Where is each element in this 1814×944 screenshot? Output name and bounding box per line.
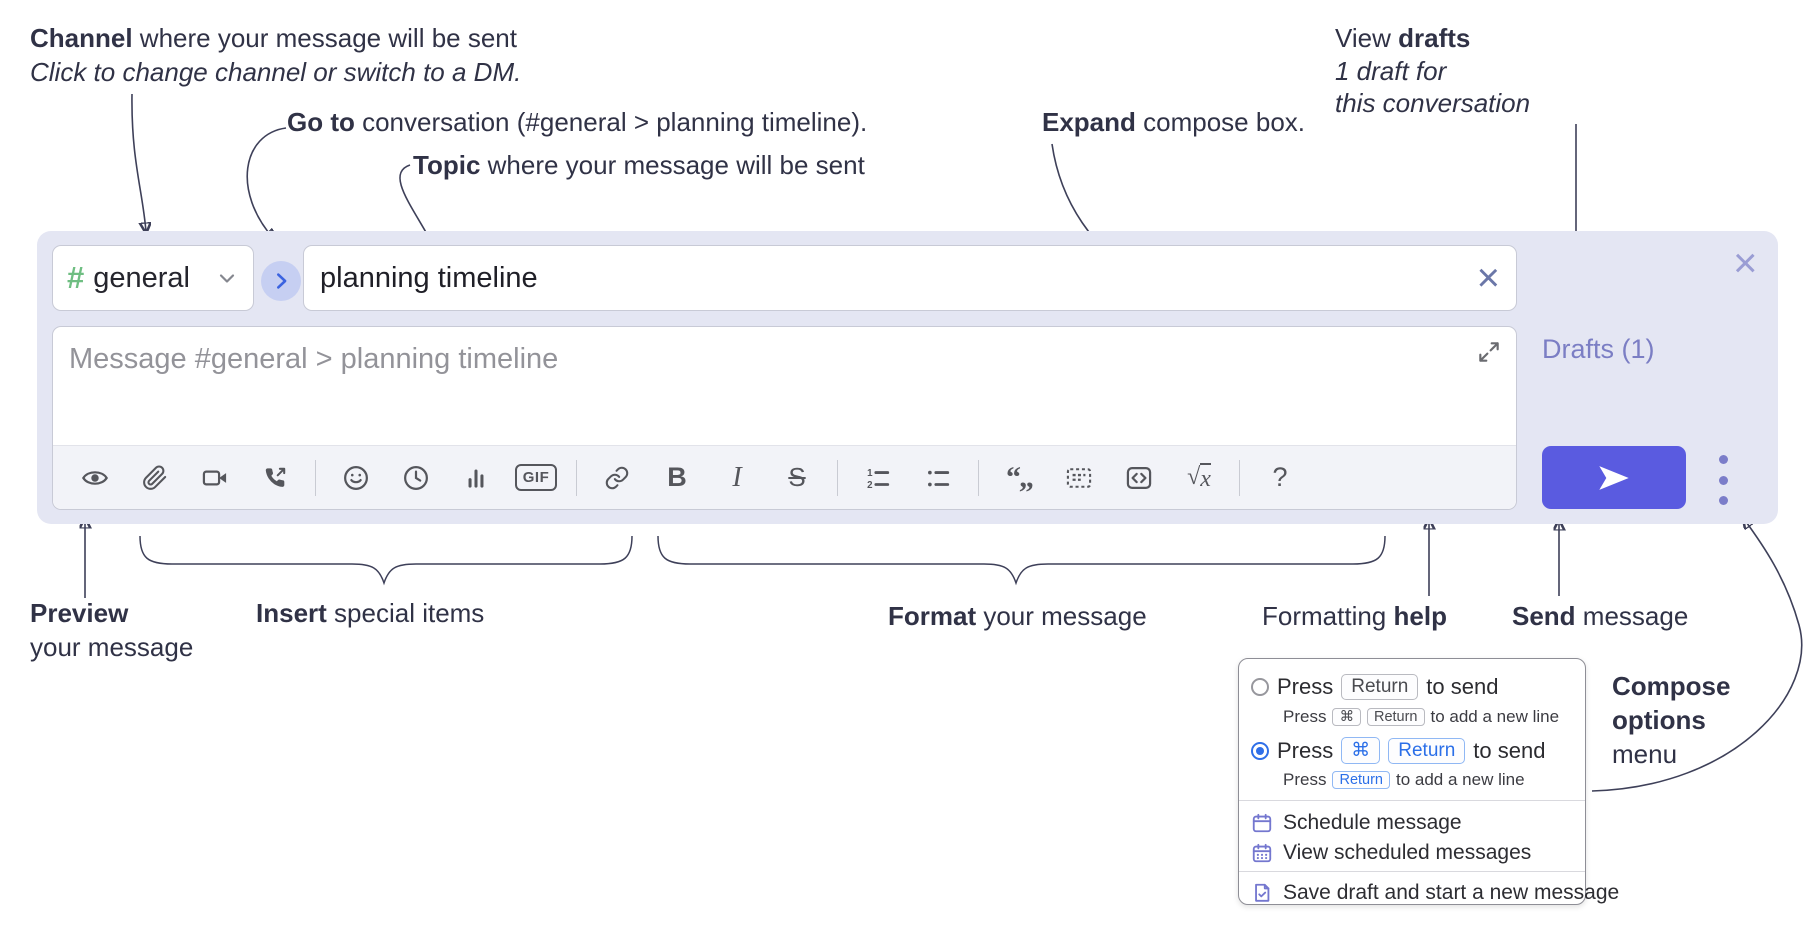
close-compose-icon[interactable]: ×	[1733, 239, 1758, 286]
annotation-view-drafts: View drafts	[1335, 23, 1471, 53]
calendar-icon	[1252, 813, 1272, 833]
toolbar-divider	[978, 459, 979, 496]
compose-box: # general planning timeline × Message #g…	[37, 231, 1778, 524]
annotation-compose-options: Compose	[1612, 671, 1731, 701]
compose-options-popup: Press Return to send Press ⌘ Return to a…	[1238, 658, 1619, 905]
save-draft-icon	[1255, 883, 1270, 902]
radio-unselected-icon[interactable]	[1251, 678, 1269, 696]
topic-input[interactable]: planning timeline ×	[303, 245, 1517, 311]
annotation-send: Send message	[1512, 601, 1689, 631]
annotation-channel: Channel where your message will be sent	[30, 23, 517, 53]
italic-icon[interactable]: I	[732, 461, 742, 493]
send-button[interactable]	[1542, 446, 1686, 509]
annotation-drafts-line3: this conversation	[1335, 88, 1531, 118]
key-return: Return	[1332, 771, 1390, 789]
annotation-topic: Topic where your message will be sent	[413, 150, 865, 180]
annotation-expand: Expand compose box.	[1042, 107, 1306, 137]
toolbar-divider	[1239, 459, 1240, 496]
annotation-formatting-help: Formatting help	[1262, 601, 1447, 631]
bulleted-list-icon[interactable]	[912, 456, 964, 500]
gif-icon[interactable]: GIF	[510, 456, 562, 500]
chevron-right-icon	[276, 273, 287, 289]
key-cmd: ⌘	[1332, 708, 1361, 726]
go-to-conversation-button[interactable]	[261, 261, 301, 301]
math-icon[interactable]: √x	[1187, 462, 1211, 492]
toolbar-divider	[315, 459, 316, 496]
message-input[interactable]: Message #general > planning timeline GIF…	[52, 326, 1517, 510]
annotation-compose-options-line3: menu	[1612, 739, 1678, 769]
channel-hash-icon: #	[67, 260, 85, 295]
voice-call-icon[interactable]	[249, 456, 301, 500]
code-icon[interactable]	[1113, 456, 1165, 500]
menu-item-schedule-message[interactable]: Schedule message	[1251, 811, 1462, 835]
menu-item-view-scheduled[interactable]: View scheduled messages	[1251, 841, 1531, 865]
emoji-icon[interactable]	[330, 456, 382, 500]
formatting-help-icon[interactable]: ?	[1272, 462, 1288, 492]
key-return: Return	[1341, 674, 1419, 700]
key-cmd: ⌘	[1341, 737, 1381, 764]
popup-divider	[1239, 871, 1585, 872]
link-icon[interactable]	[591, 456, 643, 500]
send-option-cmd-enter[interactable]: Press ⌘ Return to send	[1251, 737, 1545, 764]
compose-options-menu-icon[interactable]	[1709, 455, 1737, 505]
annotation-compose-options-line2: options	[1612, 705, 1706, 735]
drafts-link[interactable]: Drafts (1)	[1542, 334, 1655, 364]
annotation-format: Format your message	[888, 601, 1147, 631]
toolbar-divider	[576, 459, 577, 496]
popup-divider	[1239, 800, 1585, 801]
annotation-drafts-line2: 1 draft for	[1335, 56, 1447, 86]
expand-compose-icon[interactable]	[1476, 339, 1502, 370]
channel-selector[interactable]: # general	[52, 245, 254, 311]
toolbar-divider	[837, 459, 838, 496]
attach-paperclip-icon[interactable]	[129, 456, 181, 500]
annotation-preview: Preview	[30, 598, 129, 628]
key-return: Return	[1366, 708, 1425, 726]
send-icon	[1599, 465, 1629, 490]
message-placeholder: Message #general > planning timeline	[69, 343, 559, 375]
annotation-insert: Insert special items	[256, 598, 485, 628]
calendar-days-icon	[1252, 843, 1272, 863]
radio-selected-icon[interactable]	[1251, 741, 1269, 760]
topic-value: planning timeline	[320, 261, 538, 294]
menu-item-save-draft[interactable]: Save draft and start a new message	[1251, 881, 1619, 905]
svg-text:2: 2	[867, 479, 873, 490]
preview-eye-icon[interactable]	[69, 456, 121, 500]
spoiler-icon[interactable]	[1053, 456, 1105, 500]
chevron-down-icon	[219, 274, 235, 283]
svg-text:1: 1	[867, 467, 873, 478]
video-call-icon[interactable]	[189, 456, 241, 500]
send-option-cmd-enter-sub: Press Return to add a new line	[1283, 770, 1525, 789]
send-option-enter-sub: Press ⌘ Return to add a new line	[1283, 707, 1560, 726]
clear-topic-icon[interactable]: ×	[1476, 256, 1500, 300]
poll-icon[interactable]	[450, 456, 502, 500]
annotation-channel-sub: Click to change channel or switch to a D…	[30, 57, 522, 87]
quote-icon[interactable]: “„	[1006, 460, 1034, 494]
strikethrough-icon[interactable]: S	[788, 462, 806, 492]
bold-icon[interactable]: B	[667, 462, 687, 492]
time-icon[interactable]	[390, 456, 442, 500]
key-return: Return	[1388, 737, 1466, 764]
send-option-enter[interactable]: Press Return to send	[1251, 674, 1498, 700]
annotation-goto: Go to conversation (#general > planning …	[287, 107, 868, 137]
channel-name: general	[93, 261, 190, 294]
annotation-preview-line2: your message	[30, 632, 194, 662]
